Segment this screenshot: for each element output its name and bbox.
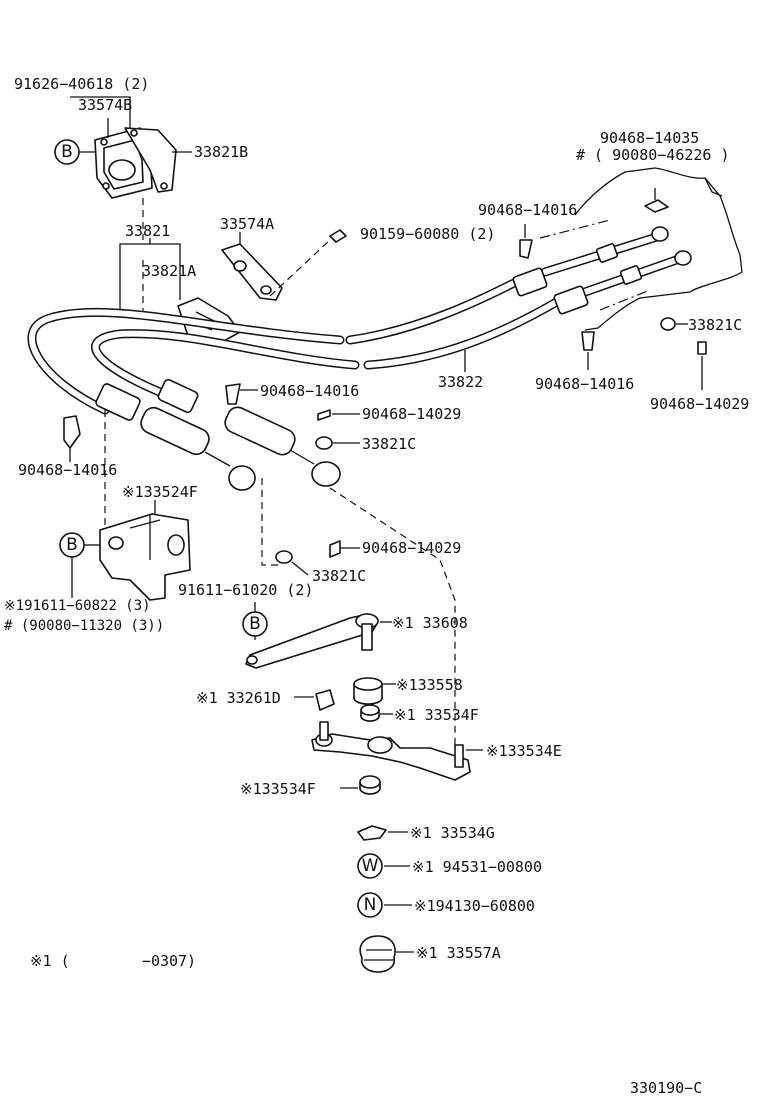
bracket-33574B xyxy=(94,127,177,199)
pin-90468-14029-right xyxy=(697,341,707,355)
label-194130-60800: ※194130−60800 xyxy=(414,897,535,915)
label-90468-14029-low: 90468−14029 xyxy=(362,539,461,557)
lever-133608 xyxy=(245,613,379,669)
cable-end-right-lower xyxy=(553,250,692,315)
washer-33821C-mid xyxy=(315,436,333,450)
label-33574B: 33574B xyxy=(78,96,132,114)
diagram-id: 330190−C xyxy=(630,1079,702,1097)
label-90468-14016-top: 90468−14016 xyxy=(478,201,577,219)
transmission-housing xyxy=(574,167,743,331)
label-133524F: ※133524F xyxy=(122,483,198,501)
cable-end-left xyxy=(95,378,341,491)
label-33574A: 33574A xyxy=(220,215,274,233)
label-133534E: ※133534E xyxy=(486,742,562,760)
callout-B-top: B xyxy=(54,139,80,165)
clip-90468-14016-right xyxy=(581,331,595,351)
pin-90468-14029-mid xyxy=(317,409,331,421)
label-90468-14029-mid: 90468−14029 xyxy=(362,405,461,423)
symbol-W: W xyxy=(357,853,383,879)
label-191611-60822: ※191611−60822 (3) xyxy=(4,598,151,614)
label-33821: 33821 xyxy=(125,222,170,240)
label-133608: ※1 33608 xyxy=(392,614,468,632)
label-33821C-low: 33821C xyxy=(312,567,366,585)
svg-text:B: B xyxy=(61,142,73,162)
clip-90468-14016-mid xyxy=(225,383,241,405)
label-133534G: ※1 33534G xyxy=(410,824,495,842)
symbol-N: N xyxy=(357,892,383,918)
washer-33821C-right xyxy=(660,317,676,331)
clip-90468-14016-top xyxy=(519,239,533,259)
label-33822: 33822 xyxy=(438,373,483,391)
label-33821A: 33821A xyxy=(142,262,196,280)
plate-133534G xyxy=(357,825,387,841)
clip-90468-14016-left xyxy=(63,415,81,449)
label-90468-14029-right: 90468−14029 xyxy=(650,395,749,413)
label-90468-14016-mid: 90468−14016 xyxy=(260,382,359,400)
label-90468-14016-right: 90468−14016 xyxy=(535,375,634,393)
label-133557A: ※1 33557A xyxy=(416,944,501,962)
label-90468-14035: 90468−14035 xyxy=(600,129,699,147)
svg-text:B: B xyxy=(66,535,78,555)
label-133534F-a: ※1 33534F xyxy=(394,706,479,724)
cable-end-right-upper xyxy=(512,226,669,297)
svg-text:B: B xyxy=(249,614,261,634)
bushing-133558 xyxy=(353,677,383,705)
clip-33574A xyxy=(221,243,283,301)
label-91611-61020: 91611−61020 (2) xyxy=(178,581,313,599)
washer-33821C-low xyxy=(275,550,293,564)
nut-133534F-a xyxy=(360,704,380,722)
label-133534F-b: ※133534F xyxy=(240,780,316,798)
bracket-133524F xyxy=(99,513,191,601)
callout-B-left: B xyxy=(59,532,85,558)
boot-133557A xyxy=(359,935,396,973)
part-133261D xyxy=(315,689,335,711)
label-33821C-mid: 33821C xyxy=(362,435,416,453)
callout-B-low: B xyxy=(242,611,268,637)
label-90159-60080: 90159−60080 (2) xyxy=(360,225,495,243)
label-33821B: 33821B xyxy=(194,143,248,161)
pin-90468-14029-low xyxy=(329,540,341,558)
footnote: ※1 ( −0307) xyxy=(30,952,196,970)
lever-133534E xyxy=(311,721,471,781)
label-90080-11320: # (90080−11320 (3)) xyxy=(4,618,164,634)
label-133261D: ※1 33261D xyxy=(196,689,281,707)
label-90468-14016-left: 90468−14016 xyxy=(18,461,117,479)
label-133558: ※133558 xyxy=(396,676,463,694)
label-91626-40618: 91626−40618 (2) xyxy=(14,75,149,93)
label-194531-00800: ※1 94531−00800 xyxy=(412,858,542,876)
nut-133534F-b xyxy=(359,775,381,795)
svg-text:W: W xyxy=(362,856,379,876)
svg-text:N: N xyxy=(364,895,377,915)
label-33821C-right: 33821C xyxy=(688,316,742,334)
label-90080-46226: # ( 90080−46226 ) xyxy=(576,146,730,164)
